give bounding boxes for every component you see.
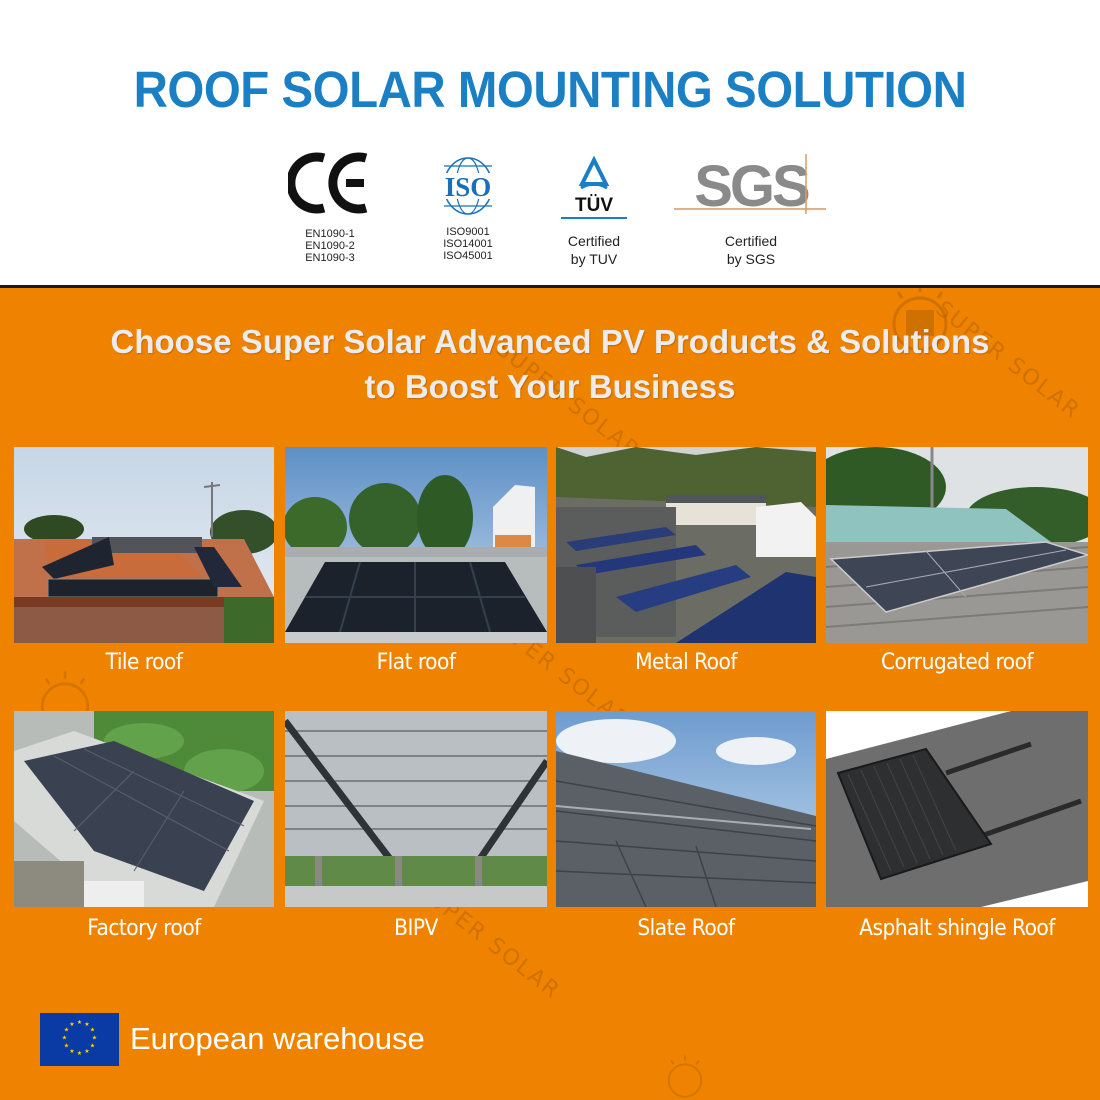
sgs-logo-icon: SGS xyxy=(674,154,826,216)
watermark-logo-icon xyxy=(667,1055,703,1098)
svg-text:ISO: ISO xyxy=(445,172,492,202)
cert-line: Certified xyxy=(567,233,621,249)
eu-flag-icon: ★★★ ★★★ ★★★ ★★★ xyxy=(40,1013,119,1066)
iso-logo-icon: ISO xyxy=(434,157,502,215)
svg-text:★: ★ xyxy=(64,1027,69,1034)
svg-text:★: ★ xyxy=(69,1021,74,1028)
cert-line: EN1090-1 xyxy=(305,228,355,240)
roof-type-label: Metal Roof xyxy=(635,650,737,675)
warehouse-label: European warehouse xyxy=(130,1021,425,1056)
tile-roof-photo xyxy=(14,447,274,643)
flat-roof-photo xyxy=(285,447,547,643)
header: ROOF SOLAR MOUNTING SOLUTION EN1090-1 EN… xyxy=(0,0,1100,287)
svg-text:★: ★ xyxy=(62,1035,67,1042)
roof-type-label: Tile roof xyxy=(105,650,183,675)
cert-ce: EN1090-1 EN1090-2 EN1090-3 xyxy=(280,150,380,264)
svg-text:★: ★ xyxy=(64,1043,69,1050)
svg-text:★: ★ xyxy=(90,1027,95,1034)
roof-type-label: Slate Roof xyxy=(637,916,735,941)
cert-line: Certified xyxy=(724,233,778,249)
svg-text:★: ★ xyxy=(92,1035,97,1042)
divider xyxy=(0,285,1100,288)
roof-type-label: BIPV xyxy=(394,916,438,941)
ce-mark-icon xyxy=(288,152,368,214)
cert-iso: ISO ISO9001 ISO14001 ISO45001 xyxy=(418,156,518,262)
cert-line: ISO14001 xyxy=(443,238,493,250)
roof-type-label: Flat roof xyxy=(376,650,456,675)
svg-text:★: ★ xyxy=(69,1048,74,1055)
bipv-canopy-photo xyxy=(285,711,547,907)
cert-tuv: TÜV Certified by TUV xyxy=(544,156,644,268)
asphalt-shingle-render xyxy=(826,711,1088,907)
corrugated-roof-photo xyxy=(826,447,1088,643)
cert-line: ISO9001 xyxy=(446,226,490,238)
page-title: ROOF SOLAR MOUNTING SOLUTION xyxy=(133,61,967,118)
roof-type-label: Asphalt shingle Roof xyxy=(859,916,1055,941)
roof-types-section: SUPER SOLAR SUPER SOLAR SUPER SOLAR SUPE… xyxy=(0,288,1100,1100)
cert-line: ISO45001 xyxy=(443,250,493,262)
cert-line: EN1090-2 xyxy=(305,240,355,252)
metal-roof-carport-photo xyxy=(556,447,816,643)
roof-type-label: Corrugated roof xyxy=(880,650,1034,675)
svg-text:TÜV: TÜV xyxy=(575,195,613,216)
tuv-logo-icon: TÜV xyxy=(561,156,627,219)
cert-line: by SGS xyxy=(726,251,776,267)
banner-headline: Choose Super Solar Advanced PV Products … xyxy=(110,323,990,360)
factory-roof-aerial-photo xyxy=(14,711,274,907)
cert-line: by TUV xyxy=(570,251,618,267)
svg-text:★: ★ xyxy=(84,1048,89,1055)
roof-type-label: Factory roof xyxy=(87,916,201,941)
cert-sgs: SGS Certified by SGS xyxy=(674,152,828,268)
svg-text:★: ★ xyxy=(90,1043,95,1050)
slate-roof-photo xyxy=(556,711,816,907)
svg-text:★: ★ xyxy=(84,1021,89,1028)
banner-subheadline: to Boost Your Business xyxy=(364,368,736,405)
svg-text:SGS: SGS xyxy=(694,154,809,216)
svg-text:★: ★ xyxy=(77,1050,82,1057)
cert-line: EN1090-3 xyxy=(305,252,355,264)
svg-text:★: ★ xyxy=(77,1019,82,1026)
